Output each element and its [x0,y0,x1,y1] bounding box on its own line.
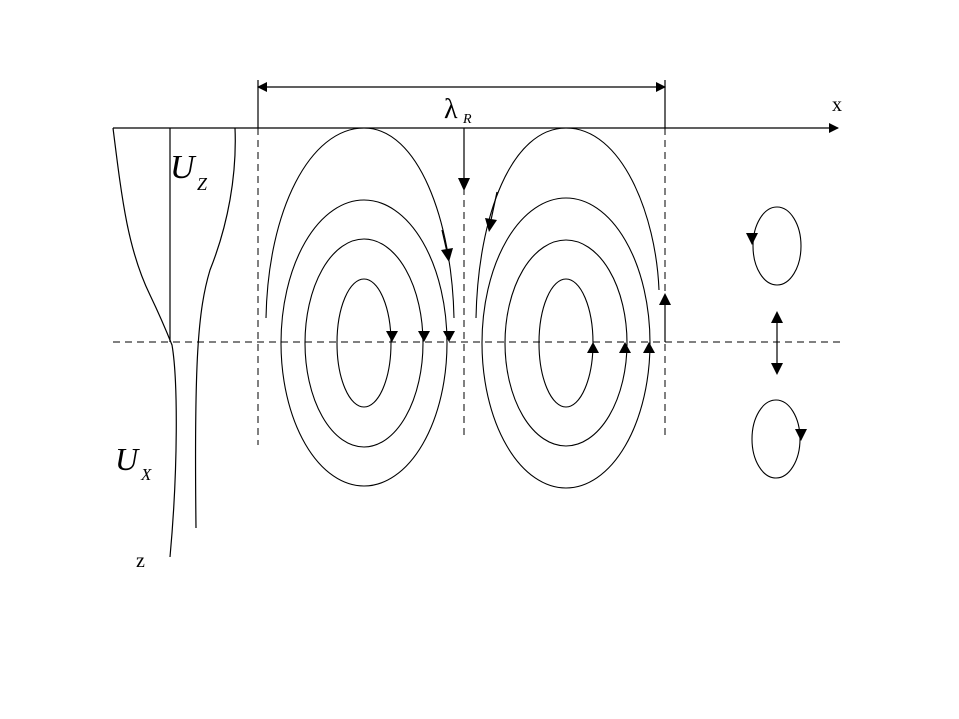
ux-profile-curve [112,127,177,558]
x-axis-label: x [832,94,842,116]
oscillation-arrow-down [771,363,783,375]
uz-profile-curve [194,127,236,529]
flow-arrow-down-1 [386,331,398,342]
left-cell-flow-stroke [441,229,448,253]
right-cell-outer-streamline [475,127,660,319]
oscillation-arrow-up [771,311,783,323]
left-cell-streamline-2 [280,199,448,487]
uz-label-sub: Z [197,174,208,194]
upper-rotation-loop [752,206,802,286]
right-cell-flow-stroke [490,191,498,221]
flow-arrow-down-3 [443,331,455,342]
lower-rotation-loop [751,399,801,479]
right-cell-streamline-3 [504,239,628,447]
middle-downflow-arrow [458,178,470,191]
wavelength-symbol: λ [444,94,458,125]
right-cell-streamline-4 [538,278,594,408]
ux-label-main: U [115,441,140,477]
right-upflow-arrow [659,293,671,305]
left-cell-outer-streamline [265,127,455,319]
wavelength-subscript: R [462,112,472,127]
lower-rotation-arrow [795,429,807,441]
left-cell-streamline-4 [336,278,392,408]
z-axis-label: z [136,550,145,572]
flow-arrow-up-1 [587,342,599,353]
flow-arrow-down-2 [418,331,430,342]
flow-arrow-up-3 [643,342,655,353]
flow-arrow-down-4 [441,248,453,262]
upper-rotation-arrow [746,233,758,245]
uz-label-main: U [170,149,197,186]
ux-label-sub: X [140,465,152,484]
flow-arrow-up-2 [619,342,631,353]
right-cell-streamline-2 [481,197,651,489]
left-cell-streamline-3 [304,238,424,448]
right-cell-flow-arrow [485,218,497,232]
